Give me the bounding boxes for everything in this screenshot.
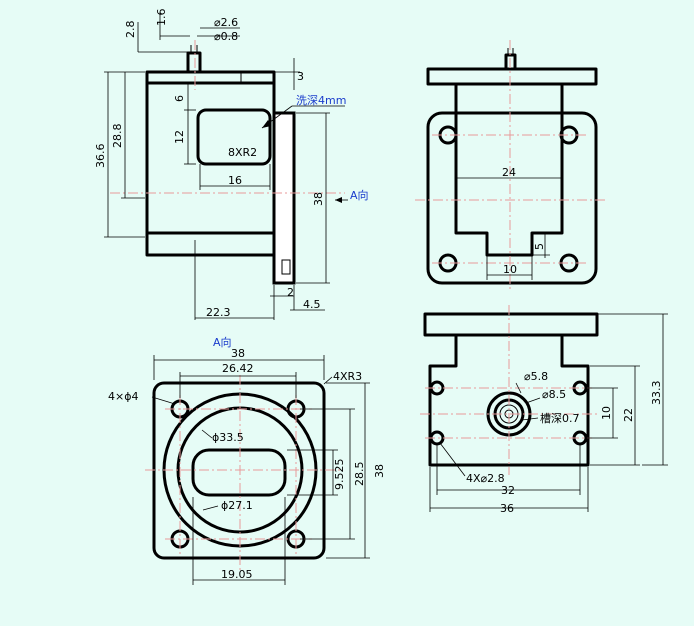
dim-5: 5 — [533, 243, 546, 250]
view-a-title: A向 — [213, 335, 232, 349]
dim-phi-27-1: ϕ27.1 — [221, 499, 253, 512]
dim-2-8: 2.8 — [124, 21, 137, 39]
view-a-arrow-label: A向 — [350, 188, 369, 202]
dim-36-6: 36.6 — [94, 144, 107, 169]
dim-24: 24 — [502, 166, 516, 179]
dim-6: 6 — [173, 95, 186, 102]
dim-26-42: 26.42 — [222, 362, 254, 375]
groove-depth-note: 槽深0.7 — [540, 412, 580, 425]
dim-38-right: 38 — [373, 464, 386, 478]
dim-4xr3: 4XR3 — [333, 370, 362, 383]
dim-19-05: 19.05 — [221, 568, 253, 581]
dim-1-6: 1.6 — [155, 9, 168, 27]
dim-phi-0-8: ⌀0.8 — [214, 30, 238, 43]
side-view: 1.6 2.8 ⌀2.6 ⌀0.8 3 6 12 36.6 28.8 洗深4mm… — [94, 9, 369, 320]
dim-38-side: 38 — [312, 192, 325, 206]
dim-4-5: 4.5 — [303, 298, 321, 311]
dim-33-3: 33.3 — [650, 381, 663, 406]
dim-phi-2-6: ⌀2.6 — [214, 16, 238, 29]
dim-2: 2 — [287, 286, 294, 299]
dim-3: 3 — [297, 70, 304, 83]
dim-phi-33-5: ϕ33.5 — [212, 431, 244, 444]
dim-38-top: 38 — [231, 347, 245, 360]
a-view: A向 38 26.42 4XR3 4×ϕ4 ϕ33.5 9.525 28.5 3… — [108, 335, 386, 585]
dim-phi-5-8: ⌀5.8 — [524, 370, 548, 383]
bottom-view: ⌀5.8 ⌀8.5 槽深0.7 4X⌀2.8 32 36 10 22 33.3 — [420, 305, 668, 515]
dim-36: 36 — [500, 502, 514, 515]
dim-32: 32 — [501, 484, 515, 497]
wash-depth-note: 洗深4mm — [296, 94, 346, 107]
dim-8xr2: 8XR2 — [228, 146, 257, 159]
dim-28-5: 28.5 — [353, 462, 366, 487]
dim-28-8: 28.8 — [111, 124, 124, 149]
dim-9-525: 9.525 — [333, 459, 346, 491]
dim-4x-phi-4: 4×ϕ4 — [108, 390, 138, 403]
dim-22-3: 22.3 — [206, 306, 231, 319]
front-view: 24 5 10 — [415, 40, 605, 290]
dim-10-bottom: 10 — [600, 406, 613, 420]
dim-16: 16 — [228, 174, 242, 187]
dim-10-top: 10 — [503, 263, 517, 276]
dim-phi-8-5: ⌀8.5 — [542, 388, 566, 401]
dim-12: 12 — [173, 130, 186, 144]
dim-4x-phi-2-8: 4X⌀2.8 — [466, 472, 505, 485]
dim-22: 22 — [622, 408, 635, 422]
